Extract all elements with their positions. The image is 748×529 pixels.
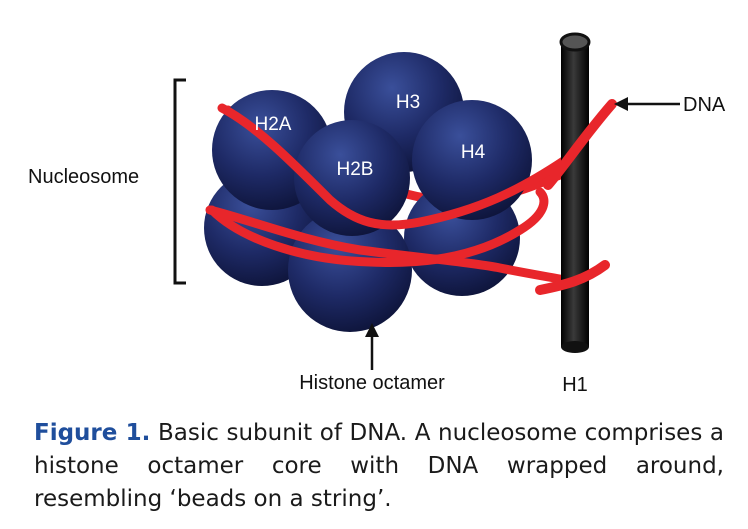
histone-octamer-label: Histone octamer (299, 372, 445, 394)
nucleosome-label: Nucleosome (28, 166, 139, 188)
h2b-label: H2B (337, 159, 374, 180)
arrow-up-icon (365, 323, 379, 337)
h2a-label: H2A (255, 114, 292, 135)
dna-strand-lower-front (205, 205, 570, 285)
figure-caption-text: Basic subunit of DNA. A nucleosome compr… (34, 420, 724, 512)
dna-linker-lower (535, 260, 610, 295)
h1-rod-bottom (561, 341, 589, 353)
h1-label: H1 (562, 374, 588, 396)
nucleosome-bracket (173, 78, 186, 285)
histone-sphere-h2b (294, 120, 410, 236)
figure-caption: Figure 1. Basic subunit of DNA. A nucleo… (34, 417, 724, 516)
dna-label: DNA (683, 94, 726, 116)
h1-linker-rod (561, 42, 589, 347)
histone-sphere-h4 (412, 100, 532, 220)
h4-label: H4 (461, 142, 486, 163)
arrow-left-icon (614, 97, 628, 111)
figure-caption-label: Figure 1. (34, 420, 151, 446)
h1-rod-top (559, 32, 591, 52)
dna-linker-upper (543, 99, 617, 190)
dna-strand-middle (207, 187, 549, 267)
nucleosome-diagram: Nucleosome DNA H2A H3 H2B H4 Histone oct… (28, 32, 726, 396)
dna-strand-front (217, 103, 570, 230)
h3-label: H3 (396, 92, 420, 113)
